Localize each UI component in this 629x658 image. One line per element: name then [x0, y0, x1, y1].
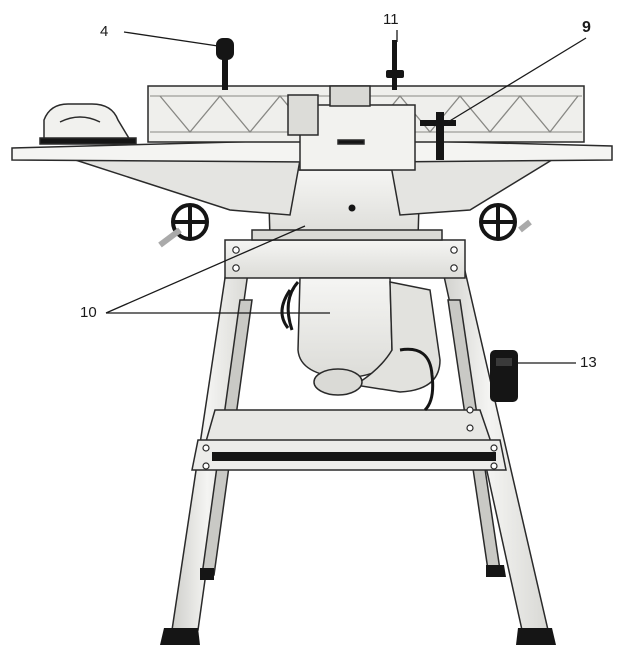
leader-4: [123, 31, 219, 47]
foot-front-right: [516, 628, 556, 645]
foot-front-left: [160, 628, 200, 645]
leader-10a: [105, 225, 306, 314]
stand-bolts: [202, 246, 498, 470]
side-lever: [420, 112, 456, 160]
fence-bracket: [287, 94, 319, 136]
handwheel-right: [479, 203, 532, 241]
callout-4: 4: [100, 23, 109, 40]
motor-housing: [352, 281, 441, 393]
power-switch: [490, 350, 518, 402]
callout-10: 10: [80, 304, 97, 321]
handwheel-left: [158, 203, 209, 248]
callout-9: 9: [582, 19, 591, 36]
foot-rear-right: [486, 565, 506, 577]
callout-11: 11: [383, 11, 399, 28]
fence-lock-handle: [216, 38, 234, 90]
callout-13: 13: [580, 354, 597, 371]
fence-clamp: [329, 85, 371, 107]
cutter-housing-body: [299, 104, 416, 171]
leader-9: [447, 37, 587, 123]
belt-guard: [297, 277, 441, 396]
stand: [171, 239, 549, 631]
cutter-housing: [287, 85, 416, 171]
cutter-housing-slot: [337, 139, 365, 145]
motor-end-cap: [313, 368, 363, 396]
rail-tread-strip: [212, 452, 496, 461]
power-cords: [280, 281, 435, 412]
tilt-knob: [386, 40, 404, 90]
base-bottom-strip: [251, 229, 443, 241]
base-casting: [59, 154, 558, 241]
stand-top-apron: [224, 239, 466, 279]
leader-lines: [105, 30, 587, 364]
base-screw: [348, 204, 356, 212]
belt-guard-body: [297, 277, 393, 379]
stand-feet: [160, 565, 556, 645]
push-block: [39, 103, 137, 145]
foot-rear-left: [200, 568, 214, 580]
